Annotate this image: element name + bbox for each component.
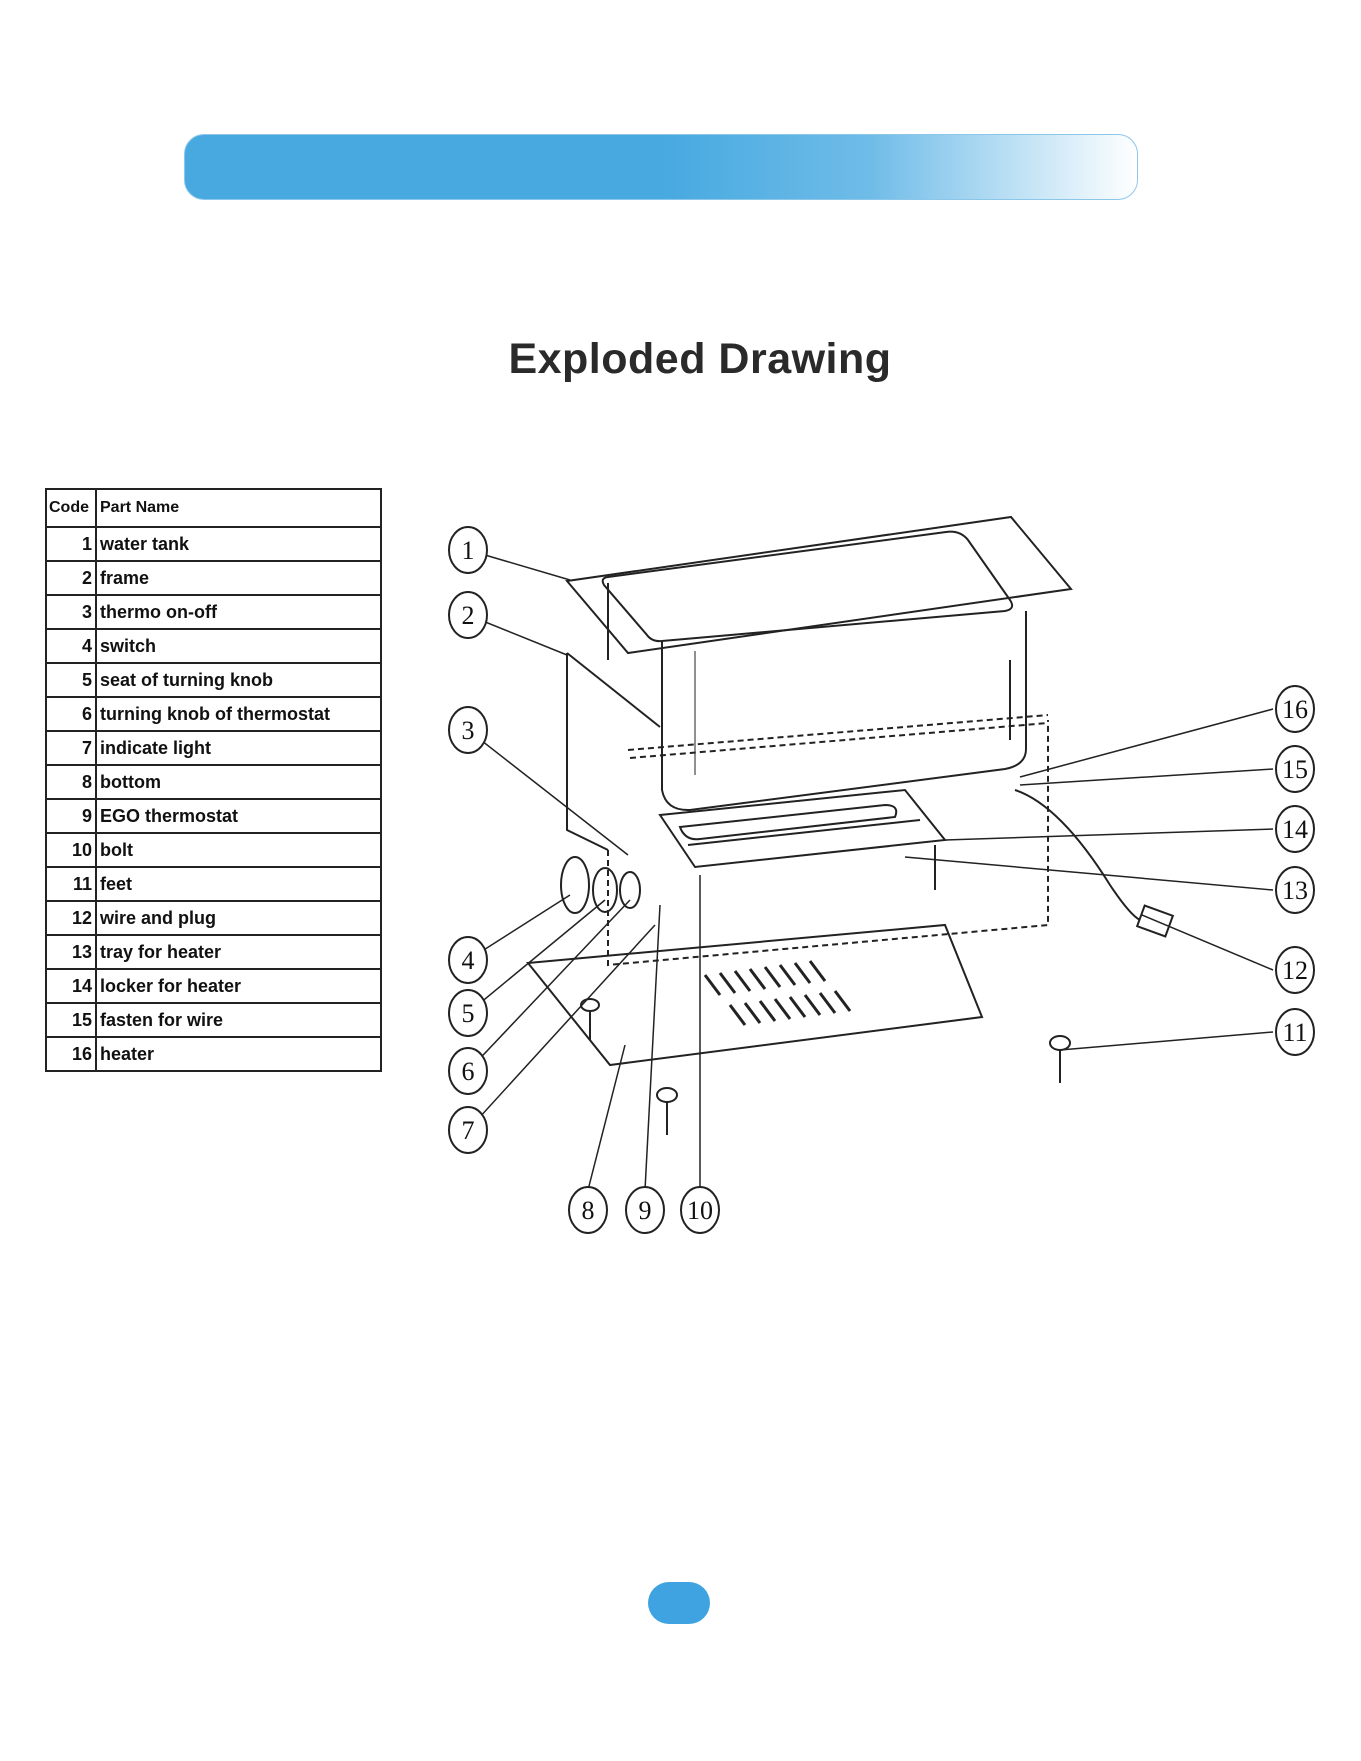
callout-label: 11	[1282, 1018, 1307, 1047]
part-code: 6	[45, 696, 97, 732]
callout-circle	[1275, 805, 1315, 853]
part-name: indicate light	[95, 730, 382, 766]
part-code: 16	[45, 1036, 97, 1072]
callout-label: 13	[1282, 876, 1308, 905]
part-code: 1	[45, 526, 97, 562]
part-code: 2	[45, 560, 97, 596]
part-name: bolt	[95, 832, 382, 868]
page-number-badge	[648, 1582, 710, 1624]
part-code: 5	[45, 662, 97, 698]
callout-label: 9	[639, 1196, 652, 1225]
code-header: Code	[45, 488, 97, 528]
control-knobs	[560, 856, 641, 914]
part-name: feet	[95, 866, 382, 902]
header-bar	[184, 134, 1138, 200]
bottom-plate	[526, 923, 984, 1067]
leader-lines	[467, 549, 1274, 1191]
part-code: 4	[45, 628, 97, 664]
wire-and-plug	[1014, 789, 1175, 938]
callout-circle	[1275, 685, 1315, 733]
callout-circle	[1275, 866, 1315, 914]
callout-label: 5	[462, 999, 475, 1028]
callout-circle	[448, 526, 488, 574]
callout-circle	[1275, 946, 1315, 994]
part-code: 12	[45, 900, 97, 936]
callout-label: 14	[1282, 815, 1308, 844]
callout-label: 15	[1282, 755, 1308, 784]
part-name: tray for heater	[95, 934, 382, 970]
part-name: locker for heater	[95, 968, 382, 1004]
callout-circle	[448, 989, 488, 1037]
part-code: 3	[45, 594, 97, 630]
part-name: EGO thermostat	[95, 798, 382, 834]
part-name: switch	[95, 628, 382, 664]
callout-label: 7	[462, 1116, 475, 1145]
callout-label: 1	[462, 536, 475, 565]
callout-circle	[448, 706, 488, 754]
vent-slots	[703, 960, 852, 1026]
page-title: Exploded Drawing	[508, 335, 892, 383]
part-code: 9	[45, 798, 97, 834]
callout-circle	[568, 1186, 608, 1234]
callout-label: 3	[462, 716, 475, 745]
part-code: 10	[45, 832, 97, 868]
part-code: 8	[45, 764, 97, 800]
callout-label: 10	[687, 1196, 713, 1225]
part-name: heater	[95, 1036, 382, 1072]
callout-circle	[448, 591, 488, 639]
part-name: bottom	[95, 764, 382, 800]
callout-label: 8	[582, 1196, 595, 1225]
part-code: 13	[45, 934, 97, 970]
heater-tray	[658, 788, 947, 890]
callout-circle	[1275, 745, 1315, 793]
part-code: 11	[45, 866, 97, 902]
callout-circle	[1275, 1008, 1315, 1056]
callout-circle	[448, 1047, 488, 1095]
callout-label: 2	[462, 601, 475, 630]
part-name: fasten for wire	[95, 1002, 382, 1038]
part-name-header: Part Name	[95, 488, 382, 528]
table-header-row: Code Part Name	[45, 488, 382, 528]
callout-circle	[448, 936, 488, 984]
part-code: 14	[45, 968, 97, 1004]
callout-circle	[680, 1186, 720, 1234]
callout-label: 16	[1282, 695, 1308, 724]
part-name: seat of turning knob	[95, 662, 382, 698]
callout-circle	[448, 1106, 488, 1154]
callout-label: 4	[462, 946, 475, 975]
frame	[566, 652, 1049, 967]
part-name: wire and plug	[95, 900, 382, 936]
part-name: thermo on-off	[95, 594, 382, 630]
callout-circle	[625, 1186, 665, 1234]
part-name: frame	[95, 560, 382, 596]
part-code: 15	[45, 1002, 97, 1038]
part-code: 7	[45, 730, 97, 766]
part-name: turning knob of thermostat	[95, 696, 382, 732]
callout-label: 6	[462, 1057, 475, 1086]
water-tank	[565, 515, 1073, 812]
part-name: water tank	[95, 526, 382, 562]
callout-label: 12	[1282, 956, 1308, 985]
